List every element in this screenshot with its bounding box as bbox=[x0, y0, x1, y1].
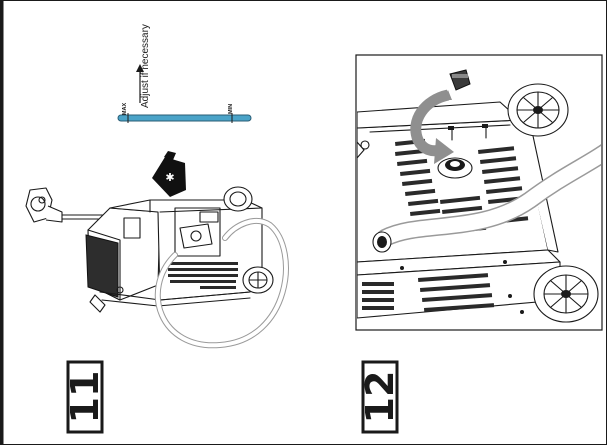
adjust-if-necessary-label: Adjust if necessary bbox=[140, 24, 151, 108]
gauge-min-label: MIN bbox=[228, 104, 234, 114]
coolant-hose-step-11 bbox=[154, 217, 289, 349]
curved-arrow-icon bbox=[410, 89, 454, 164]
svg-text:✱: ✱ bbox=[165, 171, 174, 184]
step-12-number: 12 bbox=[358, 371, 402, 424]
coolant-bottle-icon: ✱ bbox=[152, 151, 186, 197]
gauge-max-label: MAX bbox=[122, 103, 128, 116]
step-11-number: 11 bbox=[63, 371, 107, 424]
welding-machine-step-11 bbox=[85, 186, 274, 313]
step-12-badge: 12 bbox=[358, 360, 402, 434]
coolant-hose-step-12 bbox=[372, 144, 601, 253]
wheel-icon bbox=[507, 83, 569, 137]
step-11-badge: 11 bbox=[63, 360, 107, 434]
filler-cap-icon bbox=[449, 69, 471, 91]
coolant-filler-neck bbox=[437, 157, 473, 179]
wheel-icon bbox=[533, 265, 599, 323]
arrow-head-icon bbox=[136, 64, 144, 72]
step-11-panel: 11 Adjust if necessary MAX MIN ✱ bbox=[25, 24, 289, 434]
gauge-bar bbox=[117, 114, 252, 122]
step-12-panel: 12 bbox=[355, 54, 603, 434]
machine-detail-view bbox=[357, 69, 601, 323]
wheel-icon bbox=[223, 186, 253, 212]
coolant-level-gauge: Adjust if necessary MAX MIN bbox=[117, 24, 252, 123]
